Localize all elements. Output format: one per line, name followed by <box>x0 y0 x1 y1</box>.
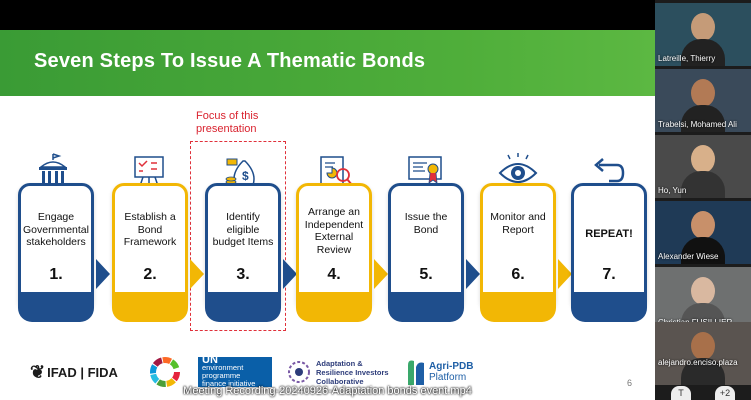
step-label: Engage Governmental stakeholders <box>23 211 89 248</box>
participant-tile[interactable]: Ho, Yun <box>655 135 751 198</box>
step-arrow <box>374 259 388 289</box>
step-number: 6. <box>511 266 525 283</box>
participant-body <box>681 171 725 198</box>
step-arrow <box>558 259 572 289</box>
step-number: 1. <box>49 266 63 283</box>
step-label: Establish a Bond Framework <box>123 211 177 248</box>
step-card-5: Issue the Bond 5. <box>388 183 464 322</box>
step-number: 3. <box>236 266 250 283</box>
step-label: Issue the Bond <box>404 211 448 236</box>
card-base <box>480 292 556 322</box>
participant-body <box>681 237 725 264</box>
step-label: Identify eligible budget Items <box>212 211 274 248</box>
aric-line1: Adaptation & <box>316 358 363 368</box>
step-card-1: Engage Governmental stakeholders 1. <box>18 183 94 322</box>
participant-avatar <box>691 332 715 360</box>
participant-avatar <box>691 13 715 41</box>
ifad-glyph-icon: ❦ <box>30 361 46 382</box>
participant-tile[interactable]: Trabelsi, Mohamed Ali <box>655 69 751 132</box>
participant-name: Trabelsi, Mohamed Ali <box>658 120 737 129</box>
step-card-6: Monitor and Report 6. <box>480 183 556 322</box>
ifad-logo: ❦ IFAD | FIDA <box>30 354 118 390</box>
participant-avatar <box>691 79 715 107</box>
svg-text:$: $ <box>242 169 249 183</box>
step-card-4: Arrange an Independent External Review 4… <box>296 183 372 322</box>
participant-name: Ho, Yun <box>658 186 687 195</box>
agri-line2: Platform <box>429 372 467 383</box>
step-label: Arrange an Independent External Review <box>304 206 364 256</box>
aric-emblem-icon <box>288 361 310 383</box>
card-base <box>296 292 372 322</box>
unep-line3: finance initiative <box>202 379 256 388</box>
unep-line1: UN <box>202 354 218 366</box>
presentation-slide: Seven Steps To Issue A Thematic Bonds Fo… <box>0 30 655 400</box>
participant-tile[interactable]: alejandro.enciso.plaza <box>655 322 751 385</box>
participant-avatar <box>691 211 715 239</box>
step-card-3: Identify eligible budget Items 3. <box>205 183 281 322</box>
participant-tile[interactable]: Latreille, Thierry <box>655 3 751 66</box>
unep-fi-logo: UN environment programme finance initiat… <box>198 354 272 388</box>
card-base <box>388 292 464 322</box>
agri-pdb-logo: Agri-PDB Platform <box>404 354 473 390</box>
return-arrow-icon <box>594 158 625 183</box>
card-base <box>112 292 188 322</box>
step-card-7: REPEAT! 7. <box>571 183 647 322</box>
step-arrow <box>96 259 110 289</box>
unep-line2: environment programme <box>202 363 244 380</box>
participant-name: Alexander Wiese <box>658 252 719 261</box>
footer-logos: ❦ IFAD | FIDA UN environment programme f… <box>30 354 630 390</box>
step-label: Monitor and Report <box>490 211 546 236</box>
aric-logo: Adaptation & Resilience Investors Collab… <box>286 354 389 390</box>
participant-tile[interactable]: Christian FUSILLIER <box>655 267 751 330</box>
money-bag-icon: $ <box>225 158 255 188</box>
aric-line3: Collaborative <box>316 376 364 386</box>
eye-icon <box>498 153 538 183</box>
certificate-icon <box>408 156 442 184</box>
agri-leaf-icon <box>408 360 424 385</box>
participant-tile[interactable]: Alexander Wiese <box>655 201 751 264</box>
participant-avatar <box>691 277 715 305</box>
participant-name: Latreille, Thierry <box>658 54 716 63</box>
participant-body <box>681 105 725 132</box>
step-arrow <box>190 259 204 289</box>
step-card-2: Establish a Bond Framework 2. <box>112 183 188 322</box>
step-arrow <box>466 259 480 289</box>
step-arrow <box>283 259 297 289</box>
mic-toggle-icon[interactable]: T <box>671 386 691 400</box>
aric-line2: Resilience Investors <box>316 367 389 377</box>
card-base <box>205 292 281 322</box>
step-number: 2. <box>143 266 157 283</box>
recording-caption: Meeting Recording-20240926-Adaptation bo… <box>183 385 472 397</box>
participant-name: alejandro.enciso.plaza <box>658 358 738 367</box>
participant-avatar <box>691 145 715 173</box>
focus-note: Focus of this presentation <box>196 110 259 135</box>
slide-title: Seven Steps To Issue A Thematic Bonds <box>34 50 426 72</box>
more-participants-icon[interactable]: +2 <box>715 386 735 400</box>
step-number: 5. <box>419 266 433 283</box>
step-number: 7. <box>602 266 616 283</box>
participant-body <box>681 39 725 66</box>
card-base <box>571 292 647 322</box>
participants-sidebar[interactable]: Latreille, Thierry Trabelsi, Mohamed Ali… <box>655 0 751 400</box>
focus-highlight-box <box>190 141 286 331</box>
sdg-wheel-icon <box>150 357 180 387</box>
top-bar <box>0 0 751 30</box>
step-label: REPEAT! <box>585 228 633 240</box>
card-base <box>18 292 94 322</box>
title-band: Seven Steps To Issue A Thematic Bonds <box>0 30 655 96</box>
page-number: 6 <box>627 378 633 388</box>
participant-body <box>681 358 725 385</box>
agri-line1: Agri-PDB <box>429 361 474 372</box>
ifad-text: IFAD | FIDA <box>47 364 118 380</box>
step-number: 4. <box>327 266 341 283</box>
